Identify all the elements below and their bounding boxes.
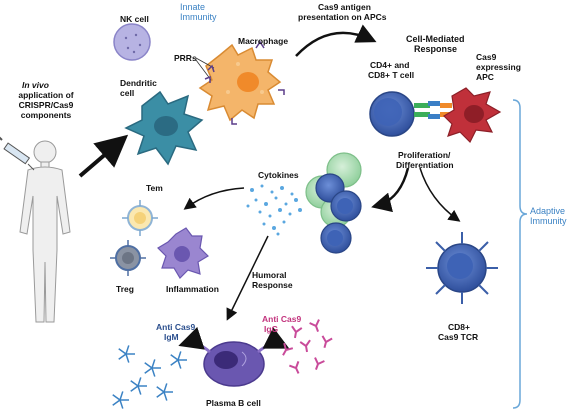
- cytokine-dot: [282, 220, 286, 224]
- cytokine-dot: [264, 202, 268, 206]
- dendritic-cell-label: Dendritic: [120, 78, 157, 88]
- innate-immunity-title-2: Immunity: [180, 12, 217, 22]
- igg-y-icon: [282, 342, 294, 356]
- delivery-label-in-vivo: In vivo: [22, 80, 49, 90]
- prrs-receptor-icon: [195, 57, 215, 83]
- arrow-proliferation-left: [371, 167, 410, 213]
- proliferation-label-2: Differentiation: [396, 160, 454, 170]
- cytokine-dot: [246, 204, 250, 208]
- igg-label-2: IgG: [264, 324, 279, 334]
- apc-label: Cas9: [476, 52, 497, 62]
- cytokine-dot: [280, 186, 284, 190]
- apc-cell-icon: [443, 87, 502, 144]
- inflammation-cell-icon: [157, 227, 209, 279]
- igm-snowflake-icon: [144, 359, 161, 377]
- cytokine-dot: [284, 202, 288, 206]
- adaptive-immunity-bracket: [512, 99, 528, 409]
- cytokines-icon: [246, 184, 302, 236]
- prrs-label: PRRs: [174, 53, 197, 63]
- delivery-label-application: application of: [18, 90, 74, 100]
- treg-cell-icon: [110, 240, 146, 276]
- plasma-b-cell-label: Plasma B cell: [206, 398, 261, 408]
- igg-y-icon: [321, 335, 333, 349]
- cytokine-dot: [268, 214, 272, 218]
- innate-immunity-title: Innate: [180, 2, 206, 12]
- presentation-label: Cas9 antigen: [318, 2, 371, 12]
- cytokine-dot: [298, 208, 302, 212]
- macrophage-icon: [198, 40, 285, 125]
- arrow-proliferation-right: [419, 167, 461, 222]
- igm-snowflake-icon: [130, 377, 147, 395]
- arrow-igg-release: [257, 327, 290, 354]
- igm-antibody-icons: [112, 345, 187, 409]
- treg-label: Treg: [116, 284, 134, 294]
- plasma-b-cell-icon: [203, 341, 265, 387]
- macrophage-label: Macrophage: [238, 36, 289, 46]
- cytokine-dot: [262, 222, 266, 226]
- cell-mediated-title-2: Response: [414, 44, 458, 54]
- proliferating-cells-icon: [305, 152, 362, 254]
- cytokine-dot: [272, 226, 276, 230]
- cd8-label: CD8+: [448, 322, 470, 332]
- cytokine-dot: [274, 196, 278, 200]
- igg-y-icon: [314, 357, 325, 370]
- igm-snowflake-icon: [156, 383, 173, 401]
- igg-y-icon: [291, 325, 303, 339]
- proliferation-label: Proliferation/: [398, 150, 451, 160]
- syringe-icon: [0, 136, 35, 171]
- igm-snowflake-icon: [112, 391, 129, 409]
- cytokine-dot: [254, 198, 258, 202]
- cd8-tcr-cell-icon: [426, 232, 498, 304]
- dendritic-cell-icon: [124, 90, 204, 166]
- cytokine-dot: [288, 212, 292, 216]
- arrow-innate-to-cell-mediated: [295, 24, 377, 57]
- adaptive-immunity-title-2: Immunity: [530, 216, 567, 226]
- t-cell-label: CD4+ and: [370, 60, 410, 70]
- tem-cell-icon: [122, 200, 158, 236]
- t-cell-label-2: CD8+ T cell: [368, 70, 415, 80]
- nk-cell-label: NK cell: [120, 14, 149, 24]
- cytokines-label: Cytokines: [258, 170, 299, 180]
- cd8-label-2: Cas9 TCR: [438, 332, 479, 342]
- delivery-label-components: components: [20, 110, 72, 120]
- cell-mediated-title: Cell-Mediated: [406, 34, 465, 44]
- cytokine-dot: [270, 190, 274, 194]
- presentation-label-2: presentation on APCs: [298, 12, 387, 22]
- apc-label-2: expressing: [476, 62, 521, 72]
- arrow-igm-release: [178, 326, 211, 354]
- cytokine-dot: [258, 210, 262, 214]
- dendritic-cell-label-2: cell: [120, 88, 135, 98]
- arrow-delivery-to-innate: [78, 134, 129, 178]
- igg-label: Anti Cas9: [262, 314, 302, 324]
- igg-y-icon: [309, 319, 320, 332]
- cytokine-dot: [260, 184, 264, 188]
- cytokine-dot: [250, 188, 254, 192]
- igm-label: Anti Cas9: [156, 322, 196, 332]
- igm-snowflake-icon: [118, 345, 135, 363]
- humoral-response-label: Humoral: [252, 270, 287, 280]
- delivery-label-crispr: CRISPR/Cas9: [18, 100, 74, 110]
- t-cell-icon: [369, 91, 415, 137]
- igg-y-icon: [289, 361, 300, 374]
- arrow-to-plasma-b-cell: [226, 235, 269, 321]
- adaptive-immunity-title: Adaptive: [530, 206, 566, 216]
- tem-label: Tem: [146, 183, 163, 193]
- cytokine-dot: [276, 232, 280, 236]
- inflammation-label: Inflammation: [166, 284, 219, 294]
- igm-label-2: IgM: [164, 332, 179, 342]
- nk-cell-icon: [113, 23, 151, 61]
- cytokine-dot: [278, 208, 282, 212]
- human-body-icon: [19, 140, 71, 323]
- arrow-cytokines-to-effectors: [183, 187, 245, 210]
- cytokine-dot: [290, 192, 294, 196]
- igg-antibody-icons: [282, 319, 333, 374]
- igm-snowflake-icon: [170, 351, 187, 369]
- igg-y-icon: [299, 339, 311, 353]
- cytokine-dot: [294, 198, 298, 202]
- apc-label-3: APC: [476, 72, 494, 82]
- humoral-response-label-2: Response: [252, 280, 293, 290]
